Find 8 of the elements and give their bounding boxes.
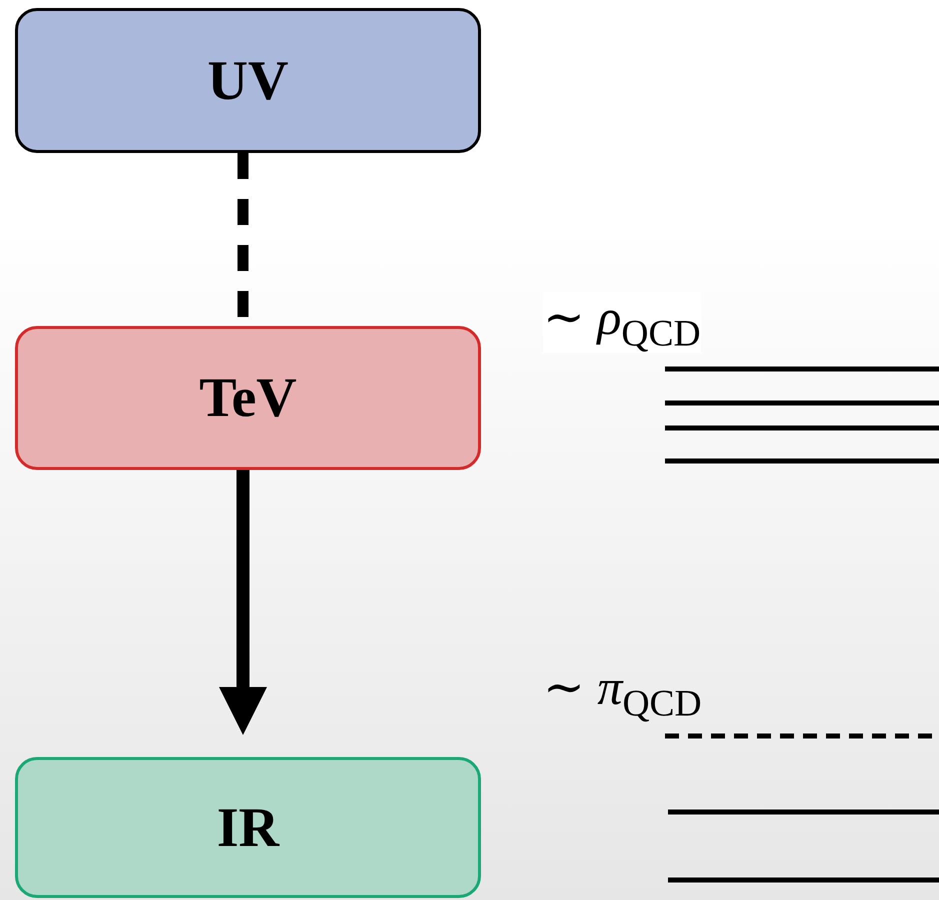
- level-name: TeV: [199, 366, 297, 430]
- level-name: IR: [216, 796, 280, 860]
- level-box: [15, 326, 481, 470]
- level-name: UV: [208, 48, 288, 112]
- level-box: [15, 8, 481, 153]
- scale-label: ∼ π$_{QCD}$: [543, 662, 702, 723]
- level-box: [15, 757, 481, 898]
- arrow: [219, 470, 267, 735]
